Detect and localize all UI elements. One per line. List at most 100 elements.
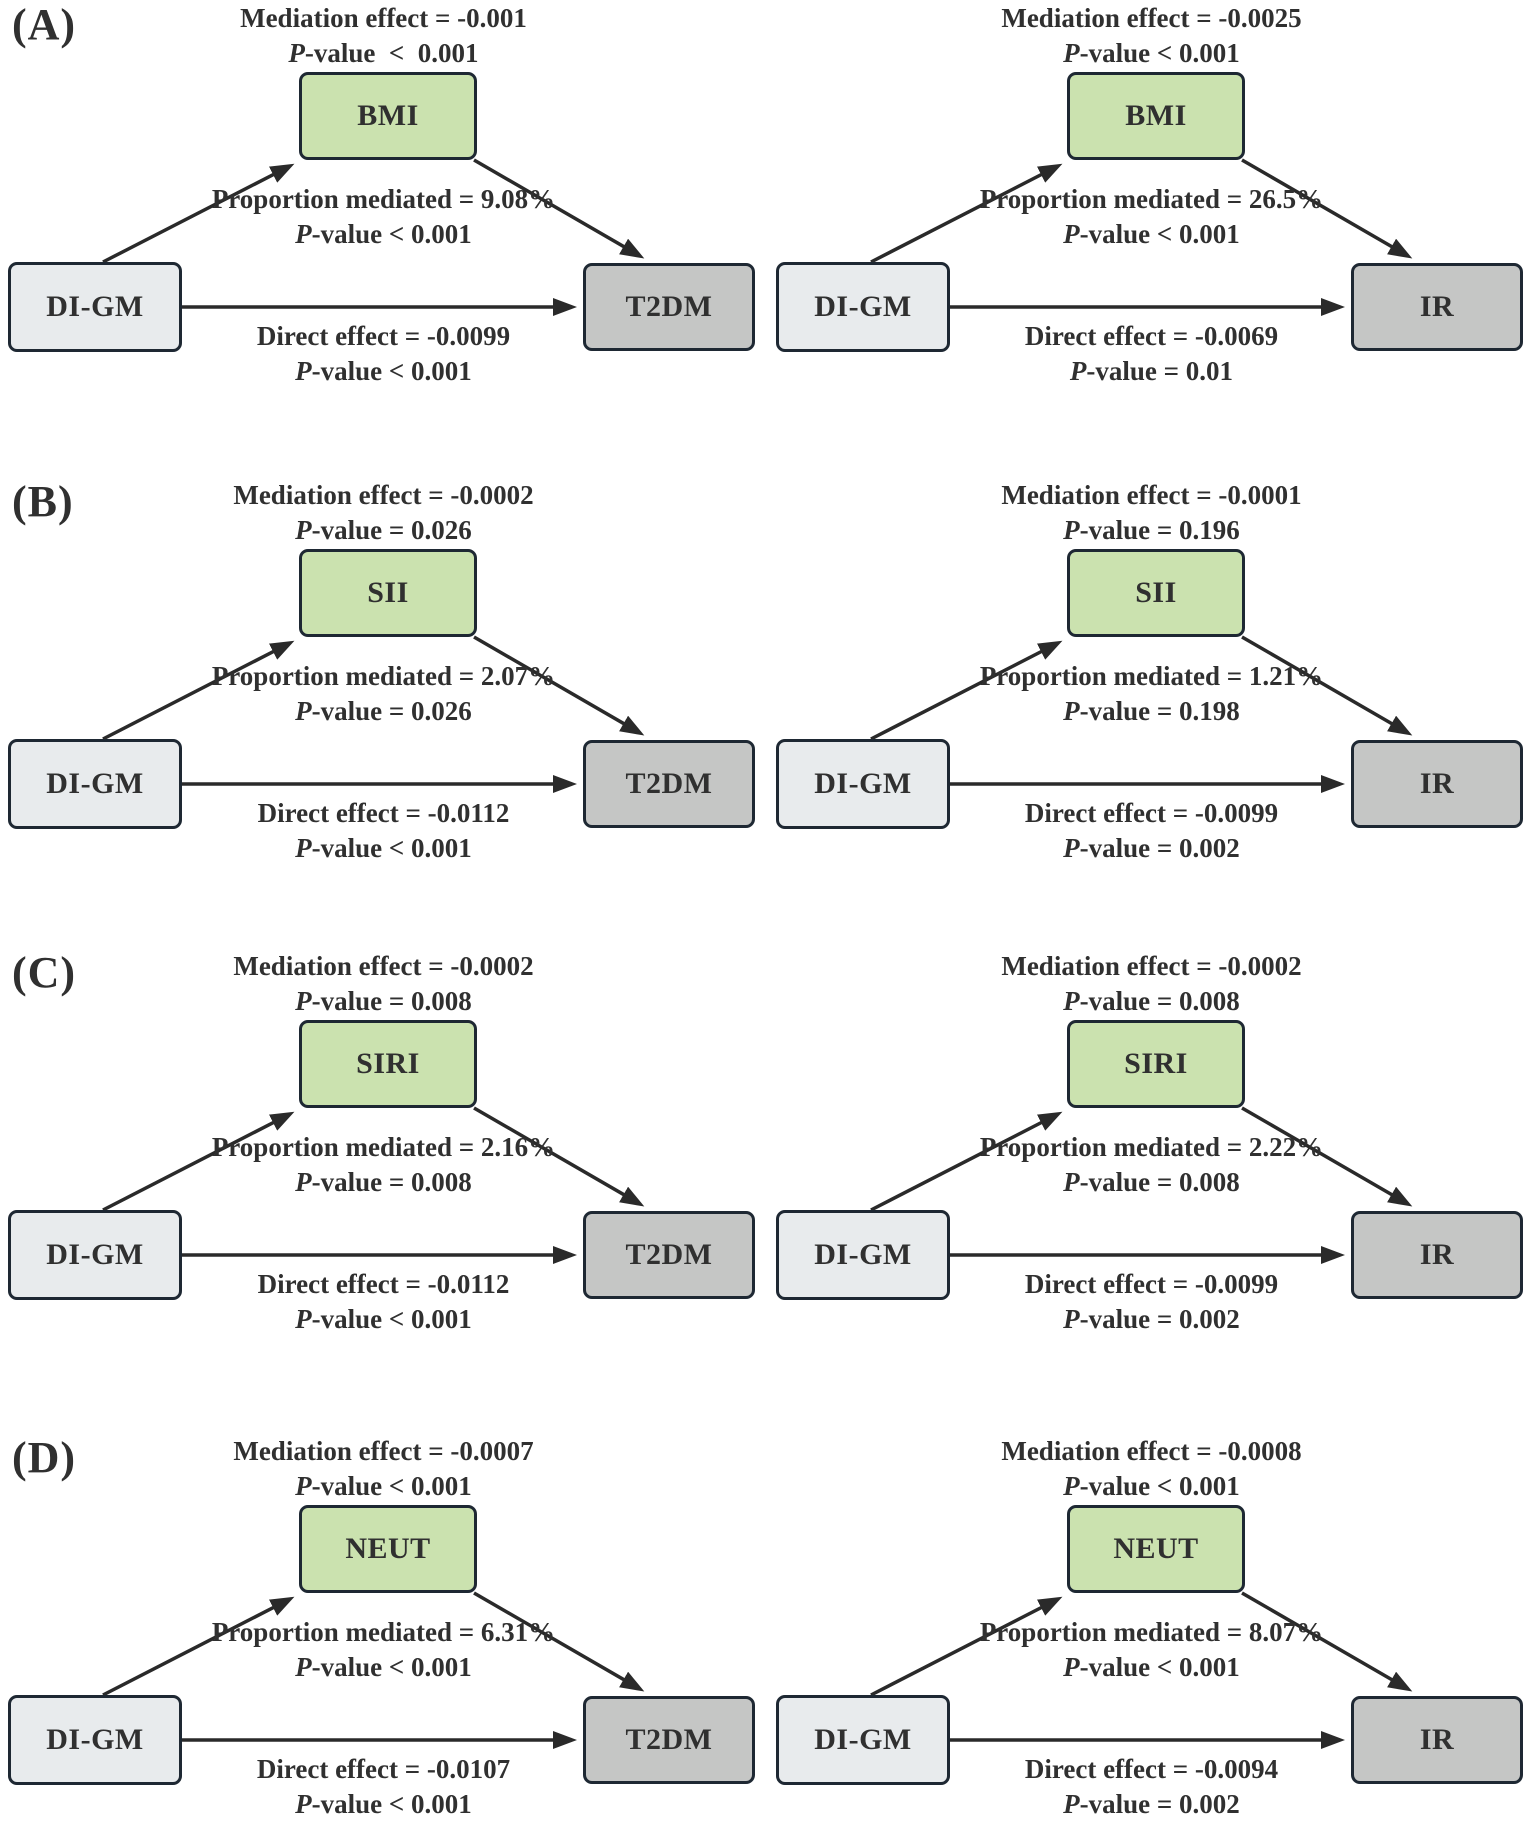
arrow-mediator-to-target — [473, 1591, 645, 1692]
mediator-box: NEUT — [299, 1505, 477, 1593]
arrow-mediator-to-target — [1241, 635, 1413, 736]
source-label: DI-GM — [814, 290, 912, 323]
source-label: DI-GM — [46, 1723, 144, 1756]
proportion-pvalue-text: P-value = 0.008 — [1063, 1167, 1240, 1197]
arrow-source-to-mediator — [870, 640, 1063, 741]
arrow-mediator-to-target — [1241, 1106, 1413, 1207]
source-label: DI-GM — [814, 767, 912, 800]
arrow-mediator-to-target — [473, 635, 645, 736]
panel-row: (B) Mediation effect = -0.0002 P-value =… — [0, 477, 1535, 932]
direct-pvalue-text: P-value < 0.001 — [295, 833, 472, 863]
arrow-mediator-to-target — [473, 1106, 645, 1207]
target-box: IR — [1351, 1696, 1523, 1784]
arrows-svg — [102, 1106, 645, 1264]
proportion-mediated-text: Proportion mediated = 9.08% — [211, 184, 556, 214]
target-box: T2DM — [583, 1211, 755, 1299]
mediator-box: SII — [1067, 549, 1245, 637]
mediation-diagram: Mediation effect = -0.0007 P-value < 0.0… — [0, 1433, 767, 1821]
panel-label: (B) — [12, 477, 74, 526]
proportion-mediated-text: Proportion mediated = 1.21% — [979, 661, 1324, 691]
target-label: IR — [1419, 767, 1455, 800]
arrow-source-to-mediator — [870, 163, 1063, 264]
mediator-box: BMI — [299, 72, 477, 160]
mediator-label: BMI — [1125, 99, 1187, 132]
proportion-mediated-text: Proportion mediated = 2.22% — [979, 1132, 1324, 1162]
target-box: T2DM — [583, 263, 755, 351]
target-label: T2DM — [625, 1723, 713, 1756]
mediation-effect-text: Mediation effect = -0.0002 — [233, 480, 534, 510]
arrows-svg — [102, 1591, 645, 1749]
direct-effect-text: Direct effect = -0.0069 — [1024, 321, 1279, 351]
mediator-label: NEUT — [345, 1532, 431, 1565]
target-label: T2DM — [625, 767, 713, 800]
proportion-mediated-text: Proportion mediated = 6.31% — [211, 1617, 556, 1647]
proportion-mediated-text: Proportion mediated = 26.5% — [979, 184, 1324, 214]
panel-label: (A) — [12, 0, 77, 49]
panel-row: (D) Mediation effect = -0.0007 P-value <… — [0, 1433, 1535, 1821]
mediation-effect-text: Mediation effect = -0.0001 — [1001, 480, 1302, 510]
panel-row: (A) Mediation effect = -0.001 P-value < … — [0, 0, 1535, 455]
source-box: DI-GM — [8, 1695, 182, 1785]
arrow-source-to-mediator — [102, 1596, 295, 1697]
target-label: T2DM — [625, 290, 713, 323]
arrows-svg — [870, 1106, 1413, 1264]
mediator-label: SIRI — [356, 1047, 420, 1080]
proportion-pvalue-text: P-value = 0.198 — [1063, 696, 1240, 726]
mediator-label: SII — [1135, 576, 1177, 609]
proportion-pvalue-text: P-value < 0.001 — [295, 1652, 472, 1682]
target-box: T2DM — [583, 1696, 755, 1784]
source-box: DI-GM — [8, 1210, 182, 1300]
direct-pvalue-text: P-value = 0.01 — [1069, 356, 1234, 386]
mediation-diagram: Mediation effect = -0.0002 P-value = 0.0… — [0, 948, 767, 1403]
arrows-svg — [870, 158, 1413, 316]
mediator-box: NEUT — [1067, 1505, 1245, 1593]
panel-label: (C) — [12, 948, 77, 997]
mediation-pvalue-text: P-value = 0.196 — [1063, 515, 1240, 545]
arrow-mediator-to-target — [1241, 1591, 1413, 1692]
mediation-diagram: Mediation effect = -0.0001 P-value = 0.1… — [768, 477, 1535, 932]
proportion-pvalue-text: P-value = 0.026 — [295, 696, 472, 726]
source-label: DI-GM — [46, 767, 144, 800]
mediation-pvalue-text: P-value < 0.001 — [295, 1471, 472, 1501]
mediation-effect-text: Mediation effect = -0.001 — [240, 3, 527, 33]
direct-effect-text: Direct effect = -0.0107 — [256, 1754, 511, 1784]
target-box: IR — [1351, 1211, 1523, 1299]
arrows-svg — [102, 158, 645, 316]
arrows-svg — [102, 635, 645, 793]
source-box: DI-GM — [776, 262, 950, 352]
source-label: DI-GM — [814, 1723, 912, 1756]
mediation-diagram: Mediation effect = -0.0008 P-value < 0.0… — [768, 1433, 1535, 1821]
arrows-svg — [870, 635, 1413, 793]
source-box: DI-GM — [8, 739, 182, 829]
mediator-label: NEUT — [1113, 1532, 1199, 1565]
mediation-pvalue-text: P-value < 0.001 — [288, 38, 479, 68]
direct-pvalue-text: P-value = 0.002 — [1063, 1304, 1240, 1334]
target-box: IR — [1351, 263, 1523, 351]
arrow-source-to-mediator — [102, 640, 295, 741]
target-label: T2DM — [625, 1238, 713, 1271]
direct-effect-text: Direct effect = -0.0099 — [1024, 798, 1279, 828]
target-box: T2DM — [583, 740, 755, 828]
direct-pvalue-text: P-value < 0.001 — [295, 356, 472, 386]
mediation-diagram: Mediation effect = -0.0002 P-value = 0.0… — [0, 477, 767, 932]
source-box: DI-GM — [776, 1695, 950, 1785]
panel-row: (C) Mediation effect = -0.0002 P-value =… — [0, 948, 1535, 1403]
source-box: DI-GM — [776, 739, 950, 829]
arrows-svg — [870, 1591, 1413, 1749]
target-box: IR — [1351, 740, 1523, 828]
proportion-pvalue-text: P-value < 0.001 — [295, 219, 472, 249]
direct-pvalue-text: P-value = 0.002 — [1063, 1789, 1240, 1819]
mediator-label: SII — [367, 576, 409, 609]
proportion-mediated-text: Proportion mediated = 8.07% — [979, 1617, 1324, 1647]
arrow-source-to-mediator — [102, 1111, 295, 1212]
panel-label: (D) — [12, 1433, 77, 1482]
arrow-source-to-mediator — [870, 1596, 1063, 1697]
proportion-pvalue-text: P-value = 0.008 — [295, 1167, 472, 1197]
source-label: DI-GM — [46, 1238, 144, 1271]
mediation-pvalue-text: P-value = 0.026 — [295, 515, 472, 545]
proportion-pvalue-text: P-value < 0.001 — [1063, 1652, 1240, 1682]
direct-pvalue-text: P-value = 0.002 — [1063, 833, 1240, 863]
mediator-label: SIRI — [1124, 1047, 1188, 1080]
mediation-diagram: Mediation effect = -0.0025 P-value < 0.0… — [768, 0, 1535, 455]
direct-effect-text: Direct effect = -0.0112 — [257, 798, 510, 828]
